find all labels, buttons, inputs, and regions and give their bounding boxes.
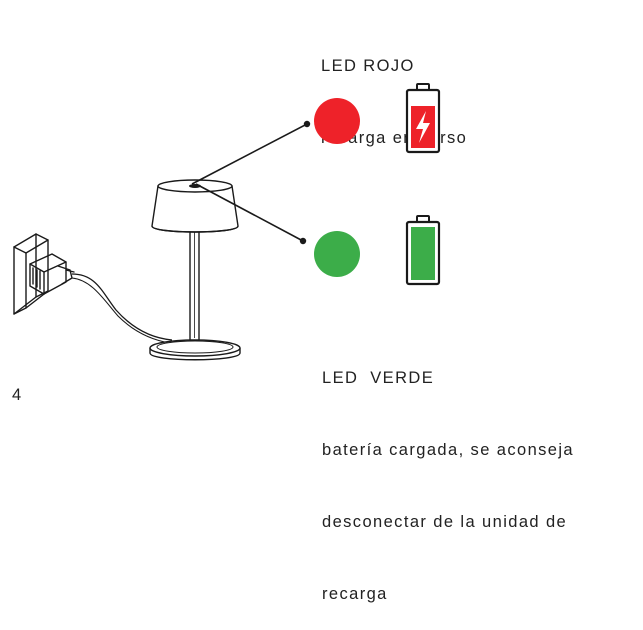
table-lamp-icon: [149, 179, 241, 361]
green-led-description-line-1: batería cargada, se aconseja: [322, 441, 575, 459]
power-cable: [71, 273, 173, 341]
green-led-indicator: [314, 231, 360, 277]
red-led-indicator: [314, 98, 360, 144]
page-number: 4: [12, 386, 22, 404]
battery-full-icon: [405, 215, 441, 286]
green-led-title: LED VERDE: [322, 369, 435, 387]
led-pointer-lines: [191, 120, 311, 245]
green-led-description-line-3: recarga: [322, 585, 388, 603]
green-led-description-line-2: desconectar de la unidad de: [322, 513, 568, 531]
wall-socket-plug-icon: [13, 233, 75, 315]
battery-charging-icon: [405, 83, 441, 154]
red-led-title: LED ROJO: [321, 57, 415, 75]
illustration: [13, 83, 441, 361]
